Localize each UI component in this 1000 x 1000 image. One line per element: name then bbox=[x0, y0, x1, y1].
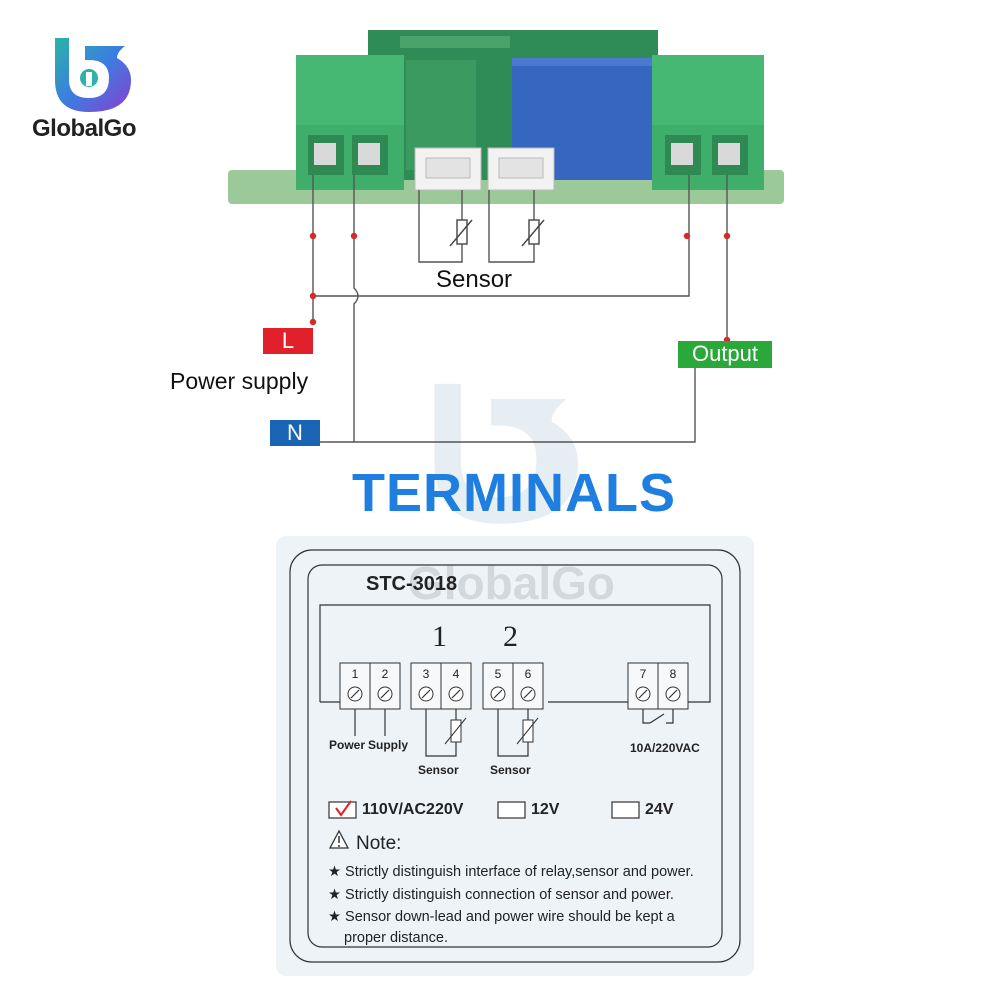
terminal-number: 5 bbox=[494, 667, 502, 681]
sensor-1-label: Sensor bbox=[418, 763, 459, 777]
terminals-headline: TERMINALS bbox=[352, 463, 676, 523]
globalgo-logo-icon bbox=[55, 38, 131, 112]
terminal-panel bbox=[276, 536, 754, 976]
note-line: proper distance. bbox=[344, 930, 448, 946]
relay-rating-label: 10A/220VAC bbox=[630, 741, 700, 755]
output-tag: Output bbox=[678, 341, 772, 368]
terminal-number: 2 bbox=[381, 667, 389, 681]
note-line: ★ Strictly distinguish connection of sen… bbox=[328, 887, 674, 903]
terminal-number: 1 bbox=[351, 667, 359, 681]
live-tag: L bbox=[263, 328, 313, 354]
power-label: Power bbox=[329, 738, 366, 752]
group-1-label: 1 bbox=[432, 620, 447, 653]
watermark-logo-icon bbox=[434, 383, 578, 524]
terminal-number: 4 bbox=[452, 667, 460, 681]
group-2-label: 2 bbox=[503, 620, 518, 653]
voltage-option-110-220: 110V/AC220V bbox=[362, 801, 464, 818]
model-label: STC-3018 bbox=[366, 573, 458, 595]
supply-label: Supply bbox=[368, 738, 409, 752]
note-line: ★ Strictly distinguish interface of rela… bbox=[328, 864, 694, 880]
watermark-text: GlobalGo bbox=[408, 557, 615, 609]
note-line: ★ Sensor down-lead and power wire should… bbox=[328, 909, 675, 925]
terminal-number: 3 bbox=[422, 667, 430, 681]
check-mark-icon bbox=[335, 800, 352, 817]
sensor-label: Sensor bbox=[436, 266, 513, 293]
power-supply-label: Power supply bbox=[170, 368, 309, 394]
neutral-tag: N bbox=[270, 420, 320, 446]
brand-name: GlobalGo bbox=[32, 115, 137, 142]
terminal-number: 7 bbox=[639, 667, 647, 681]
pcb-board bbox=[228, 30, 784, 204]
terminal-number: 8 bbox=[669, 667, 677, 681]
wiring-diagram bbox=[309, 175, 731, 446]
voltage-option-24v: 24V bbox=[645, 801, 674, 818]
terminal-number: 6 bbox=[524, 667, 532, 681]
voltage-option-12v: 12V bbox=[531, 801, 560, 818]
note-title: Note: bbox=[356, 833, 402, 854]
sensor-2-label: Sensor bbox=[490, 763, 531, 777]
